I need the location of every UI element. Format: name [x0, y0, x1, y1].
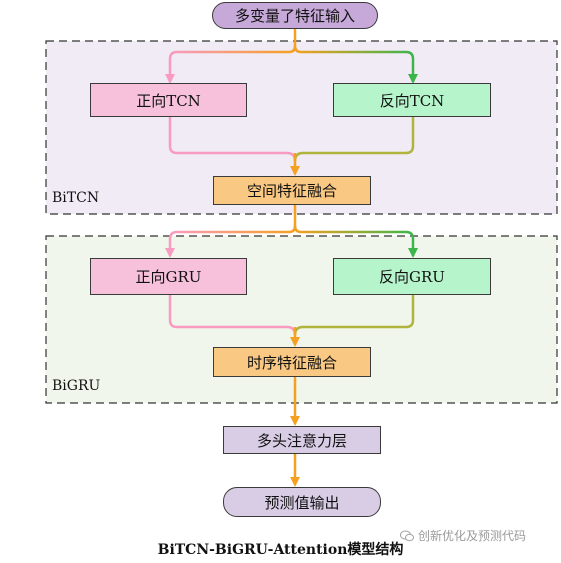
bitcn-group-label: BiTCN [52, 190, 100, 206]
backward-tcn-node: 反向TCN [333, 83, 491, 117]
forward-gru-node: 正向GRU [90, 258, 247, 295]
watermark-text: 创新优化及预测代码 [418, 529, 527, 543]
arrow-split-to-backward-gru [293, 225, 418, 258]
backward-gru-node: 反向GRU [333, 258, 491, 295]
input-node: 多变量了特征输入 [212, 2, 378, 29]
arrow-split-to-backward-tcn [293, 45, 418, 84]
spatial-fusion-node: 空间特征融合 [213, 176, 371, 205]
figure-caption: BiTCN-BiGRU-Attention模型结构 [157, 542, 404, 558]
watermark: 创新优化及预测代码 [400, 527, 526, 544]
wechat-icon [400, 530, 414, 541]
bigru-group-label: BiGRU [52, 378, 101, 394]
multihead-attention-node: 多头注意力层 [223, 426, 381, 454]
prediction-output-node: 预测值输出 [223, 487, 381, 517]
forward-tcn-node: 正向TCN [90, 83, 247, 117]
temporal-fusion-node: 时序特征融合 [213, 347, 371, 377]
